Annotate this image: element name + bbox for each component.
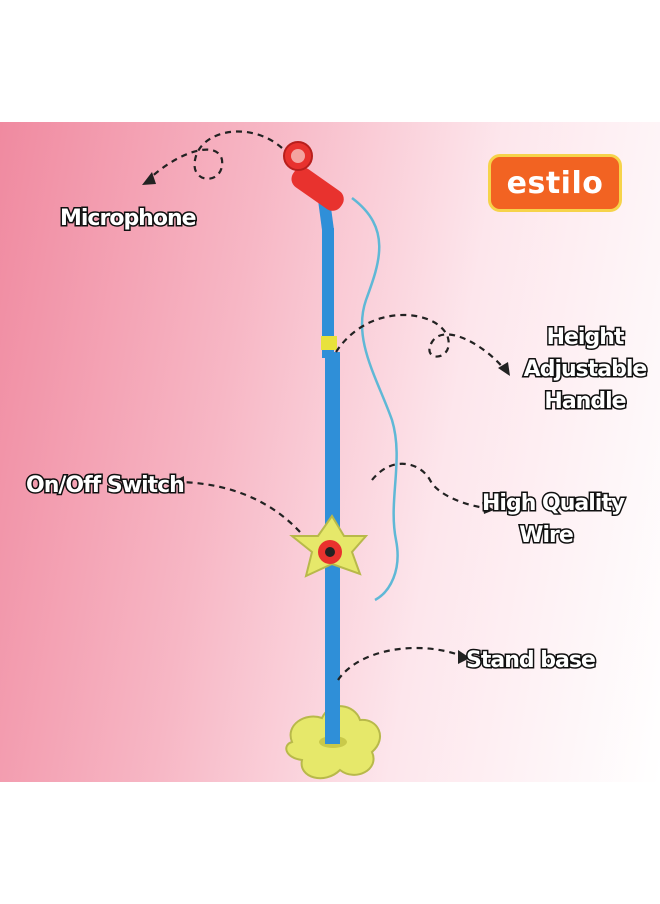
label-height-line3: Handle [543, 387, 628, 415]
label-on-off-switch: On/Off Switch [25, 472, 187, 500]
label-height-adjustable-handle: Height Adjustable Handle [520, 322, 650, 418]
microphone [283, 141, 344, 211]
microphone-wire [351, 197, 399, 602]
label-height-line1: Height [545, 324, 626, 352]
label-stand-base: Stand base [465, 647, 598, 675]
label-wire-line1: High Quality [481, 490, 627, 518]
label-height-line2: Adjustable [522, 355, 649, 383]
on-off-switch [289, 514, 369, 578]
label-wire-line2: Wire [518, 521, 576, 549]
label-microphone: Microphone [59, 205, 199, 233]
label-high-quality-wire: High Quality Wire [481, 488, 627, 552]
stand-pole [318, 200, 340, 744]
arrowheads [142, 172, 510, 664]
brand-logo: estilo [488, 154, 622, 212]
annotation-arrows [147, 130, 506, 681]
logo-text: estilo [506, 165, 604, 201]
